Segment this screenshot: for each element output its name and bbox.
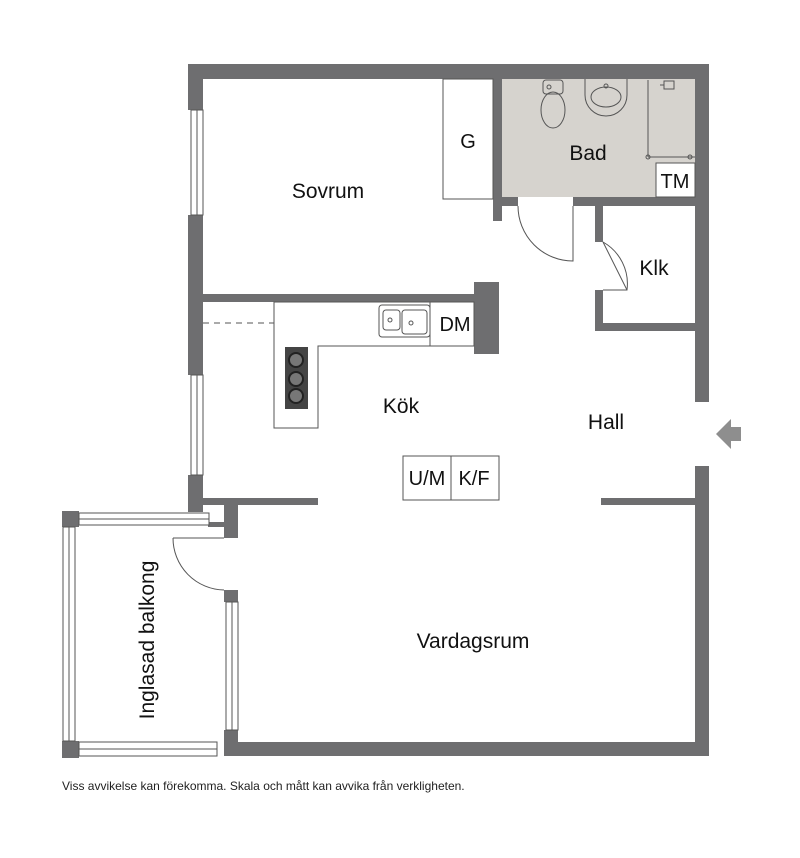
toilet-icon [540, 79, 566, 129]
room-label-vardagsrum: Vardagsrum [417, 630, 530, 653]
washing-machine-label: TM [661, 171, 690, 193]
disclaimer-text: Viss avvikelse kan förekomma. Skala och … [62, 779, 465, 793]
room-label-hall: Hall [588, 411, 624, 434]
stove-icon [285, 347, 308, 409]
room-label-klk: Klk [639, 257, 669, 280]
room-label-bad: Bad [569, 142, 606, 165]
dishwasher-label: DM [439, 314, 470, 336]
room-label-sovrum: Sovrum [292, 180, 364, 203]
wardrobe [442, 78, 494, 200]
shower-icon [645, 80, 695, 160]
room-label-balkong: Inglasad balkong [136, 561, 159, 720]
room-label-kok: Kök [383, 395, 420, 418]
fridge-freezer-label: K/F [458, 468, 489, 490]
walls [62, 64, 709, 758]
windows [62, 109, 239, 757]
doors [172, 205, 628, 591]
washbasin-icon [584, 79, 628, 117]
oven-microwave-label: U/M [409, 468, 446, 490]
entrance-arrow-icon [716, 419, 741, 449]
washing-machine [655, 162, 696, 198]
wardrobe-label: G [460, 131, 476, 153]
